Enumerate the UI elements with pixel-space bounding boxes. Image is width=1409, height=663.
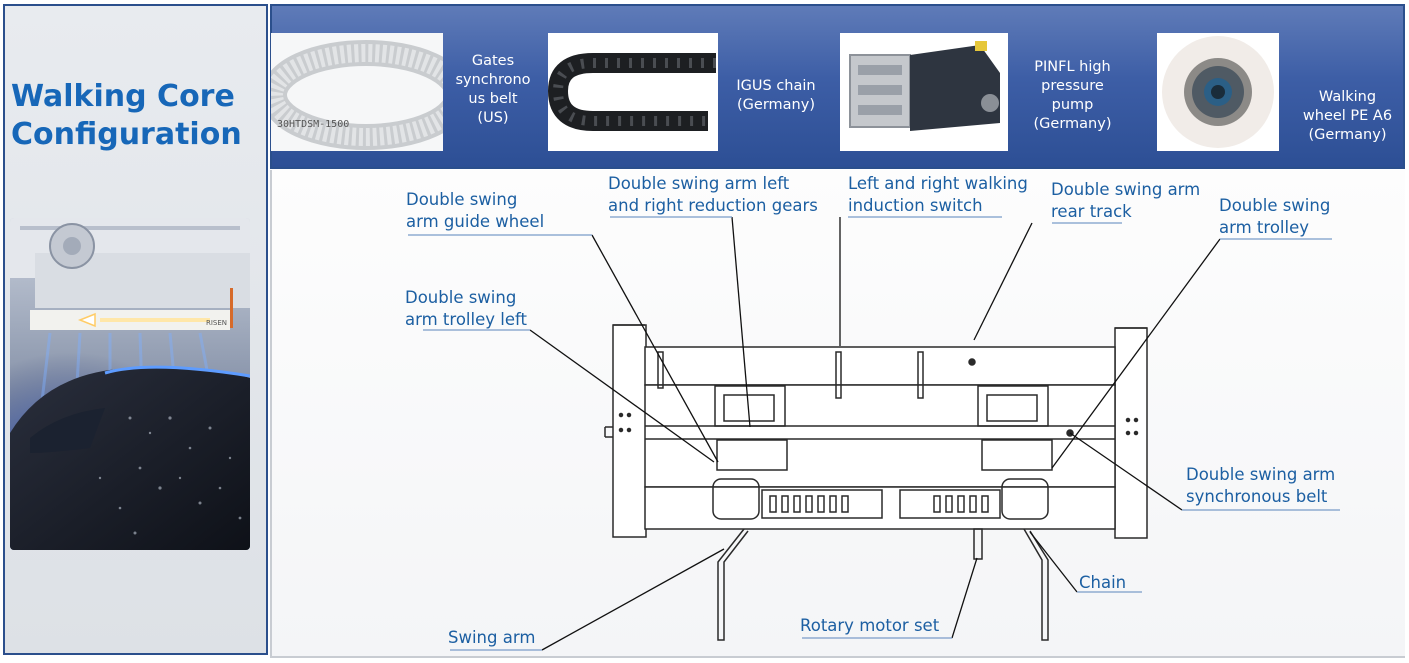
carwash-machine-photo: RISEN [10, 218, 250, 550]
component-label-belt: Gates synchrono us belt (US) [455, 53, 531, 126]
machine-frame [604, 324, 1148, 641]
title-line-1: Walking Core [11, 79, 235, 114]
component-label-chain: IGUS chain (Germany) [736, 78, 816, 113]
leader-lines [529, 216, 1221, 651]
component-label-pump: PINFL high pressure pump (Germany) [1033, 59, 1112, 132]
callout-chain: Chain [1079, 573, 1127, 592]
callout-rear-track: Double swing arm rear track [1051, 180, 1201, 221]
machine-sign: RISEN [206, 319, 227, 327]
callout-rotary-motor: Rotary motor set [800, 616, 940, 635]
drag-chain-icon [548, 33, 718, 151]
mechanism-drawing [408, 216, 1340, 651]
page-title: Walking Core Configuration [11, 78, 261, 154]
callout-reduction-gears: Double swing arm left and right reductio… [608, 174, 818, 215]
callout-trolley: Double swing arm trolley [1219, 196, 1331, 237]
component-image-wheel [1157, 33, 1279, 151]
timing-belt-icon: 30HTDSM-1500 [271, 33, 443, 151]
callout-trolley-left: Double swing arm trolley left [405, 288, 527, 329]
pump-icon [840, 33, 1008, 151]
callout-induction-switch: Left and right walking induction switch [848, 174, 1028, 215]
title-line-2: Configuration [11, 117, 242, 152]
belt-print: 30HTDSM-1500 [277, 119, 349, 130]
component-label-wheel: Walking wheel PE A6 (Germany) [1302, 89, 1393, 143]
callout-swing-arm: Swing arm [448, 628, 536, 647]
component-image-chain [548, 33, 718, 151]
component-image-belt: 30HTDSM-1500 [271, 33, 443, 151]
diagram-area [270, 170, 1405, 658]
callout-sync-belt: Double swing arm synchronous belt [1186, 465, 1336, 506]
component-image-pump [840, 33, 1008, 151]
wheel-icon [1157, 33, 1279, 151]
carwash-photo-icon: RISEN [10, 218, 250, 550]
callout-guide-wheel: Double swing arm guide wheel [406, 190, 545, 231]
label-underlines [408, 216, 1340, 651]
